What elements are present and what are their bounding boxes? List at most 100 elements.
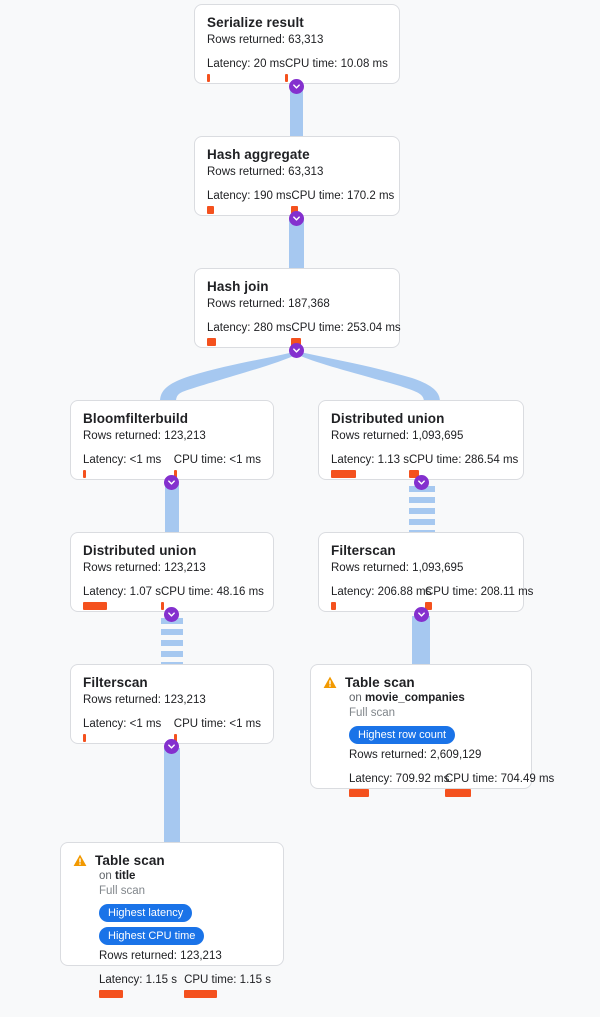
cpu-bar xyxy=(291,338,302,346)
node-title: Table scan xyxy=(95,853,165,868)
latency-bar xyxy=(83,602,107,610)
node-table-reference: on movie_companies xyxy=(349,691,519,706)
connector-filterscan-left[interactable] xyxy=(164,739,179,754)
node-metrics: Latency: 1.07 s CPU time: 48.16 ms xyxy=(83,585,264,610)
plan-node-hash-join[interactable]: Hash join Rows returned: 187,368 Latency… xyxy=(194,268,401,348)
latency-metric: Latency: 190 ms xyxy=(207,189,291,214)
node-header: Bloomfilterbuild xyxy=(83,410,261,427)
cpu-metric: CPU time: 10.08 ms xyxy=(284,57,388,82)
node-metrics: Latency: <1 ms CPU time: <1 ms xyxy=(83,453,261,478)
node-title: Bloomfilterbuild xyxy=(83,411,189,426)
cpu-bar xyxy=(173,734,177,742)
cpu-bar xyxy=(291,206,299,214)
latency-label: Latency: 1.13 s xyxy=(331,454,409,466)
cpu-metric: CPU time: 286.54 ms xyxy=(409,453,518,478)
latency-metric: Latency: 20 ms xyxy=(207,57,285,82)
cpu-bar xyxy=(184,990,218,998)
node-header: Hash join xyxy=(207,278,387,295)
cpu-bar xyxy=(173,470,177,478)
cpu-metric: CPU time: 48.16 ms xyxy=(161,585,264,610)
node-title: Distributed union xyxy=(83,543,197,558)
connector-bloomfilterbuild[interactable] xyxy=(164,475,179,490)
cpu-metric: CPU time: 253.04 ms xyxy=(291,321,401,346)
latency-bar xyxy=(99,990,123,998)
connector-serialize-result[interactable] xyxy=(289,79,304,94)
node-metrics: Latency: 709.92 ms CPU time: 704.49 ms xyxy=(349,772,554,797)
cpu-label: CPU time: <1 ms xyxy=(173,454,261,466)
cpu-bar xyxy=(409,470,419,478)
connector-filterscan-right[interactable] xyxy=(414,607,429,622)
table-name: movie_companies xyxy=(365,692,465,704)
cpu-bar xyxy=(161,602,164,610)
latency-metric: Latency: 280 ms xyxy=(207,321,291,346)
edge-distributedunion-to-filterscan-right xyxy=(409,484,435,534)
latency-label: Latency: 20 ms xyxy=(207,58,285,70)
cpu-metric: CPU time: 704.49 ms xyxy=(445,772,554,797)
badge-highest-cpu-time[interactable]: Highest CPU time xyxy=(99,927,205,945)
plan-node-filterscan-right[interactable]: Filterscan Rows returned: 1,093,695 Late… xyxy=(318,532,533,612)
cpu-bar xyxy=(445,789,471,797)
node-metrics: Latency: <1 ms CPU time: <1 ms xyxy=(83,717,261,742)
latency-bar xyxy=(83,734,86,742)
latency-bar xyxy=(331,470,356,478)
node-header: Serialize result xyxy=(207,14,387,31)
badge-highest-latency[interactable]: Highest latency xyxy=(99,904,193,922)
latency-label: Latency: 206.88 ms xyxy=(331,586,432,598)
node-metrics: Latency: 1.13 s CPU time: 286.54 ms xyxy=(331,453,518,478)
connector-distributed-union-left[interactable] xyxy=(164,607,179,622)
node-header: Table scan xyxy=(323,674,519,691)
plan-node-bloomfilterbuild[interactable]: Bloomfilterbuild Rows returned: 123,213 … xyxy=(70,400,274,480)
node-title: Filterscan xyxy=(331,543,396,558)
node-scan-type: Full scan xyxy=(349,707,396,719)
cpu-metric: CPU time: <1 ms xyxy=(173,453,261,478)
warning-icon xyxy=(73,854,87,867)
edge-distributedunion-to-filterscan-left xyxy=(161,616,183,666)
node-header: Distributed union xyxy=(331,410,511,427)
latency-bar xyxy=(207,206,214,214)
connector-hash-aggregate[interactable] xyxy=(289,211,304,226)
cpu-label: CPU time: 208.11 ms xyxy=(425,586,534,598)
latency-metric: Latency: 709.92 ms xyxy=(349,772,449,797)
badge-highest-row-count[interactable]: Highest row count xyxy=(349,726,456,744)
latency-metric: Latency: <1 ms xyxy=(83,453,174,478)
node-body: on title Full scan Highest latency Highe… xyxy=(73,869,271,998)
cpu-metric: CPU time: 1.15 s xyxy=(184,973,271,998)
edge-hashjoin-to-distributedunion xyxy=(296,352,440,402)
plan-node-serialize-result[interactable]: Serialize result Rows returned: 63,313 L… xyxy=(194,4,400,84)
node-metrics: Latency: 20 ms CPU time: 10.08 ms xyxy=(207,57,388,82)
latency-label: Latency: <1 ms xyxy=(83,454,162,466)
latency-label: Latency: 280 ms xyxy=(207,322,292,334)
node-title: Filterscan xyxy=(83,675,148,690)
cpu-label: CPU time: <1 ms xyxy=(173,718,261,730)
node-rows-returned: Rows returned: 63,313 xyxy=(207,166,324,178)
node-rows-returned: Rows returned: 2,609,129 xyxy=(349,749,482,761)
cpu-label: CPU time: 704.49 ms xyxy=(445,773,555,785)
plan-node-hash-aggregate[interactable]: Hash aggregate Rows returned: 63,313 Lat… xyxy=(194,136,400,216)
node-header: Filterscan xyxy=(331,542,511,559)
latency-label: Latency: 1.07 s xyxy=(83,586,161,598)
table-name: title xyxy=(115,870,136,882)
connector-hash-join[interactable] xyxy=(289,343,304,358)
plan-node-distributed-union-right[interactable]: Distributed union Rows returned: 1,093,6… xyxy=(318,400,524,480)
latency-metric: Latency: 1.07 s xyxy=(83,585,161,610)
edge-filterscan-to-tablescan-left xyxy=(164,748,180,844)
latency-label: Latency: 1.15 s xyxy=(99,974,177,986)
node-rows-returned: Rows returned: 1,093,695 xyxy=(331,562,464,574)
cpu-bar xyxy=(284,74,288,82)
plan-node-table-scan-movie-companies[interactable]: Table scan on movie_companies Full scan … xyxy=(310,664,554,797)
cpu-label: CPU time: 48.16 ms xyxy=(161,586,264,598)
cpu-label: CPU time: 1.15 s xyxy=(184,974,271,986)
plan-node-filterscan-left[interactable]: Filterscan Rows returned: 123,213 Latenc… xyxy=(70,664,274,744)
node-metrics: Latency: 190 ms CPU time: 170.2 ms xyxy=(207,189,394,214)
plan-node-table-scan-title[interactable]: Table scan on title Full scan Highest la… xyxy=(60,842,284,998)
node-header: Table scan xyxy=(73,852,271,869)
latency-metric: Latency: 1.13 s xyxy=(331,453,409,478)
plan-node-distributed-union-left[interactable]: Distributed union Rows returned: 123,213… xyxy=(70,532,274,612)
node-metrics: Latency: 206.88 ms CPU time: 208.11 ms xyxy=(331,585,533,610)
connector-distributed-union-right[interactable] xyxy=(414,475,429,490)
node-title: Distributed union xyxy=(331,411,445,426)
node-metrics: Latency: 280 ms CPU time: 253.04 ms xyxy=(207,321,401,346)
on-label: on xyxy=(349,692,365,704)
node-scan-type: Full scan xyxy=(99,885,146,897)
